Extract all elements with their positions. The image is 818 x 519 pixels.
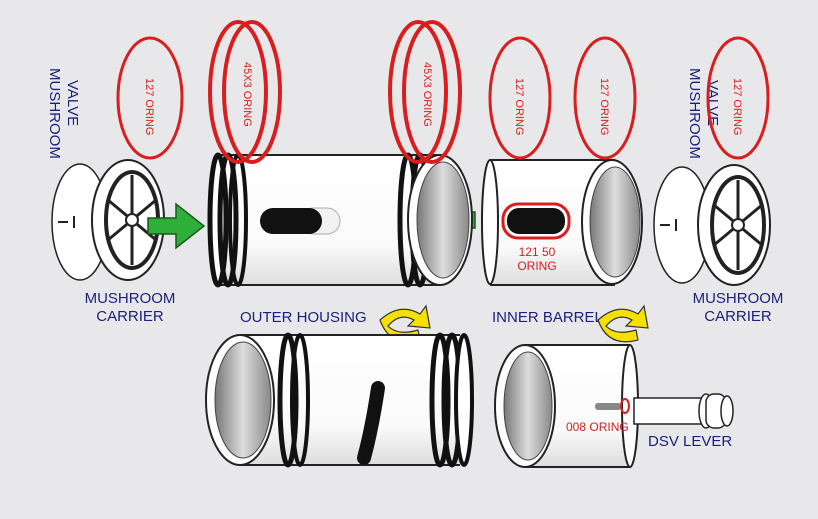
- mushroom-carrier-right: [697, 164, 771, 286]
- svg-text:127 ORING: 127 ORING: [143, 78, 155, 135]
- outer-housing-top: [207, 152, 473, 288]
- dsv-lever: [633, 393, 734, 429]
- outer-housing-bottom: [205, 332, 474, 468]
- mushroom-valve-right-label: MUSHROOMVALVE: [686, 68, 721, 159]
- svg-text:127 ORING: 127 ORING: [731, 78, 743, 135]
- 008-oring-label: 008 ORING: [566, 420, 629, 434]
- oring-45x3-2: 45X3 ORING: [388, 20, 462, 164]
- outer-housing-label: OUTER HOUSING: [240, 309, 367, 326]
- oring-45x3-1: 45X3 ORING: [208, 20, 282, 164]
- green-arrow-right-icon: [147, 202, 206, 250]
- oring-127-2: 127 ORING: [488, 36, 552, 160]
- svg-text:127 ORING: 127 ORING: [598, 78, 610, 135]
- oring-127-1: 127 ORING: [116, 36, 184, 160]
- inner-barrel-label: INNER BARREL: [492, 309, 603, 326]
- svg-text:45X3 ORING: 45X3 ORING: [241, 62, 253, 127]
- dsv-lever-label: DSV LEVER: [648, 433, 732, 450]
- oring-127-4: 127 ORING: [706, 36, 770, 160]
- inner-barrel-top: [481, 159, 643, 286]
- mushroom-valve-left-label: MUSHROOMVALVE: [46, 68, 81, 159]
- svg-text:45X3 ORING: 45X3 ORING: [421, 62, 433, 127]
- 008-oring: [620, 398, 630, 414]
- svg-text:127 ORING: 127 ORING: [513, 78, 525, 135]
- oring-127-3: 127 ORING: [573, 36, 637, 160]
- inner-barrel-bottom: [494, 344, 639, 468]
- rotate-arrow-icon: [597, 304, 649, 343]
